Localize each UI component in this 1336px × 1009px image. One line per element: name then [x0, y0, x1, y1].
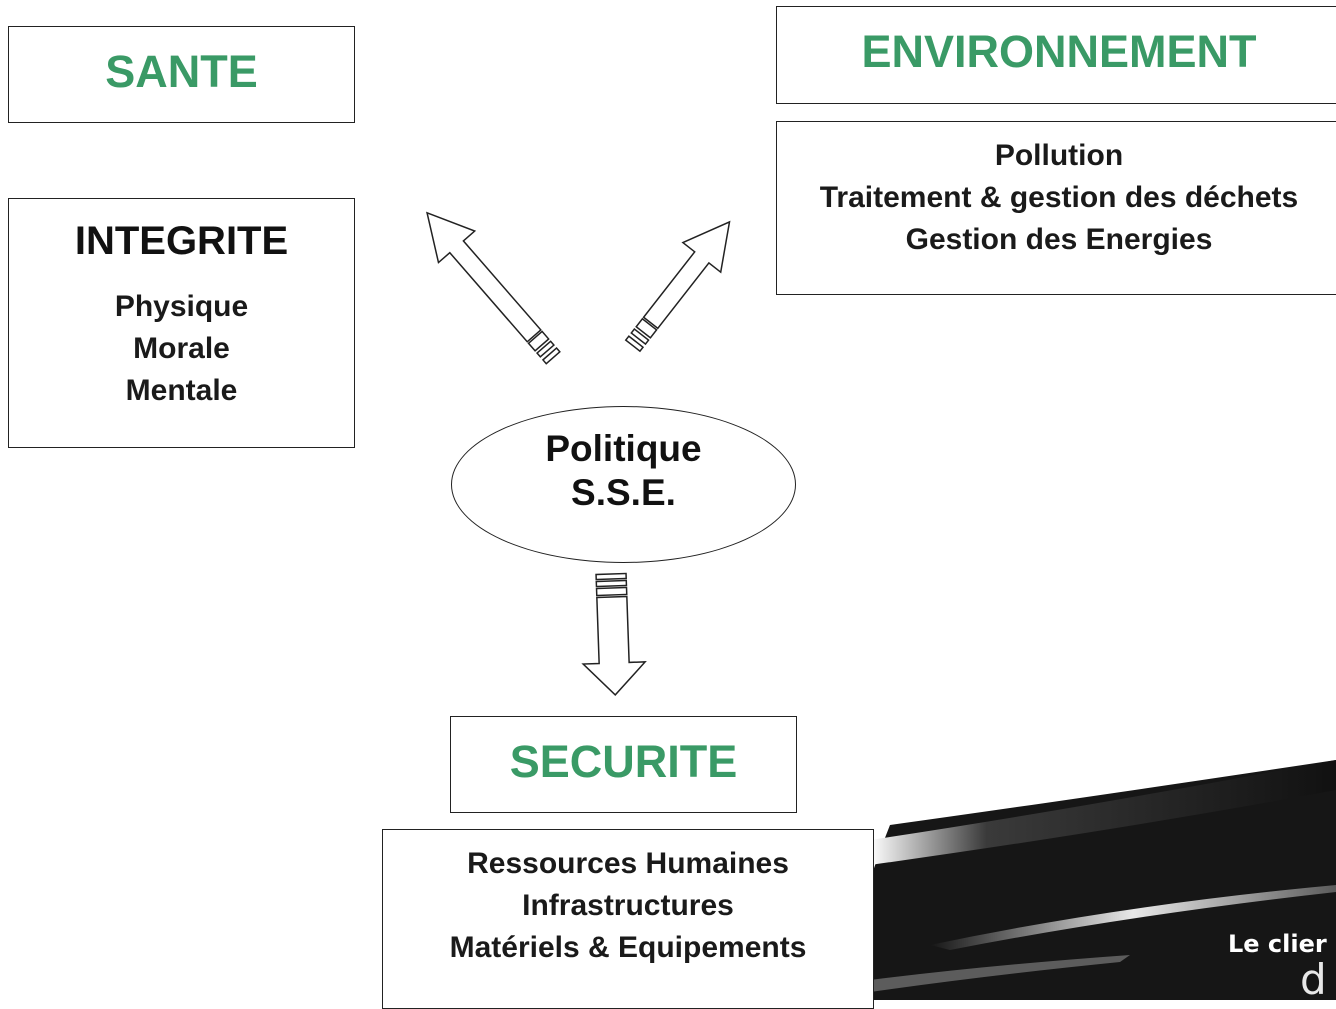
- securite-items-box: Ressources Humaines Infrastructures Maté…: [382, 829, 874, 1009]
- arrow-down-icon: [581, 572, 647, 697]
- integrite-item: Physique: [114, 290, 249, 323]
- integrite-item: Mentale: [125, 374, 238, 407]
- decor-caption-fragment: d: [1300, 955, 1327, 1004]
- securite-box: SECURITE: [450, 716, 797, 813]
- securite-title: SECURITE: [509, 736, 738, 787]
- securite-items: Ressources Humaines Infrastructures Maté…: [383, 830, 873, 969]
- environnement-box: ENVIRONNEMENT: [776, 6, 1336, 104]
- sante-title: SANTE: [105, 46, 258, 97]
- arrow-up-left-icon: [426, 211, 561, 365]
- decorative-swoosh-image: [870, 760, 1336, 1000]
- environnement-items: Pollution Traitement & gestion des déche…: [777, 122, 1336, 261]
- environnement-items-box: Pollution Traitement & gestion des déche…: [776, 121, 1336, 295]
- integrite-item: Morale: [133, 332, 230, 365]
- arrow-up-right-icon: [624, 220, 731, 353]
- environnement-item: Gestion des Energies: [905, 223, 1213, 256]
- integrite-title: INTEGRITE: [74, 219, 289, 263]
- policy-line-1: Politique: [545, 428, 702, 469]
- integrite-items: Physique Morale Mentale: [9, 261, 354, 412]
- environnement-item: Traitement & gestion des déchets: [819, 181, 1299, 214]
- sante-box: SANTE: [8, 26, 355, 123]
- securite-item: Ressources Humaines: [467, 847, 789, 880]
- environnement-title: ENVIRONNEMENT: [861, 26, 1257, 77]
- decor-caption: Le clier: [1228, 930, 1327, 958]
- integrite-box: INTEGRITE Physique Morale Mentale: [8, 198, 355, 448]
- securite-item: Matériels & Equipements: [449, 931, 807, 964]
- environnement-item: Pollution: [994, 139, 1124, 172]
- policy-ellipse: Politique S.S.E.: [451, 406, 796, 563]
- securite-item: Infrastructures: [522, 889, 734, 922]
- policy-text: Politique S.S.E.: [452, 407, 795, 515]
- policy-line-2: S.S.E.: [571, 472, 676, 513]
